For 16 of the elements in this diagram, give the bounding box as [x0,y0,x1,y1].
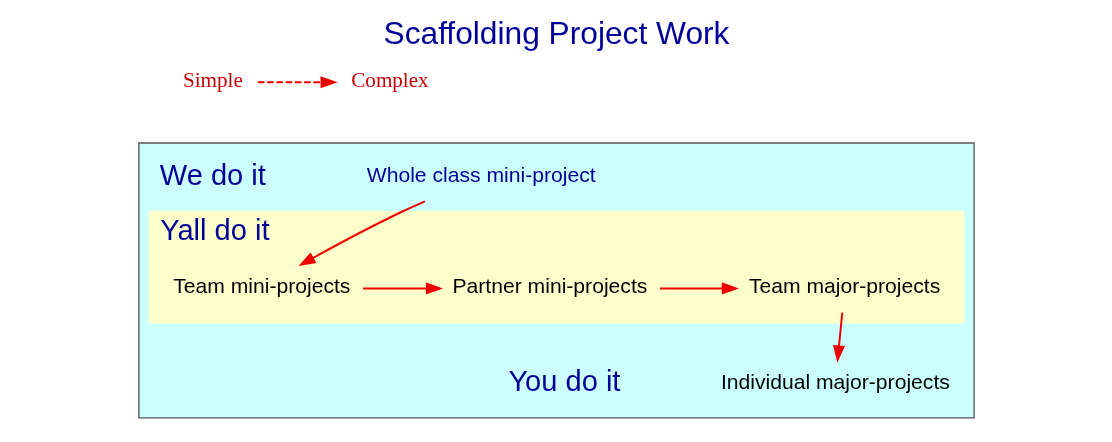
node-text: Team mini-projects [172,274,350,298]
arrow [297,200,426,267]
arrow [658,282,739,295]
arrow [256,76,338,89]
node-text: Team major-projects [748,274,940,298]
arrow [361,282,443,295]
node-text: Simple [182,68,243,93]
cluster [137,142,975,419]
diagram-title: Scaffolding Project Work [383,15,729,52]
node-text: Partner mini-projects [451,274,647,298]
node-text: Whole class mini-project [366,163,596,187]
node-text: Complex [350,68,429,93]
arrow [832,311,845,363]
node-text: Individual major-projects [720,369,950,393]
label: We do it [159,158,266,191]
label: You do it [507,364,620,397]
